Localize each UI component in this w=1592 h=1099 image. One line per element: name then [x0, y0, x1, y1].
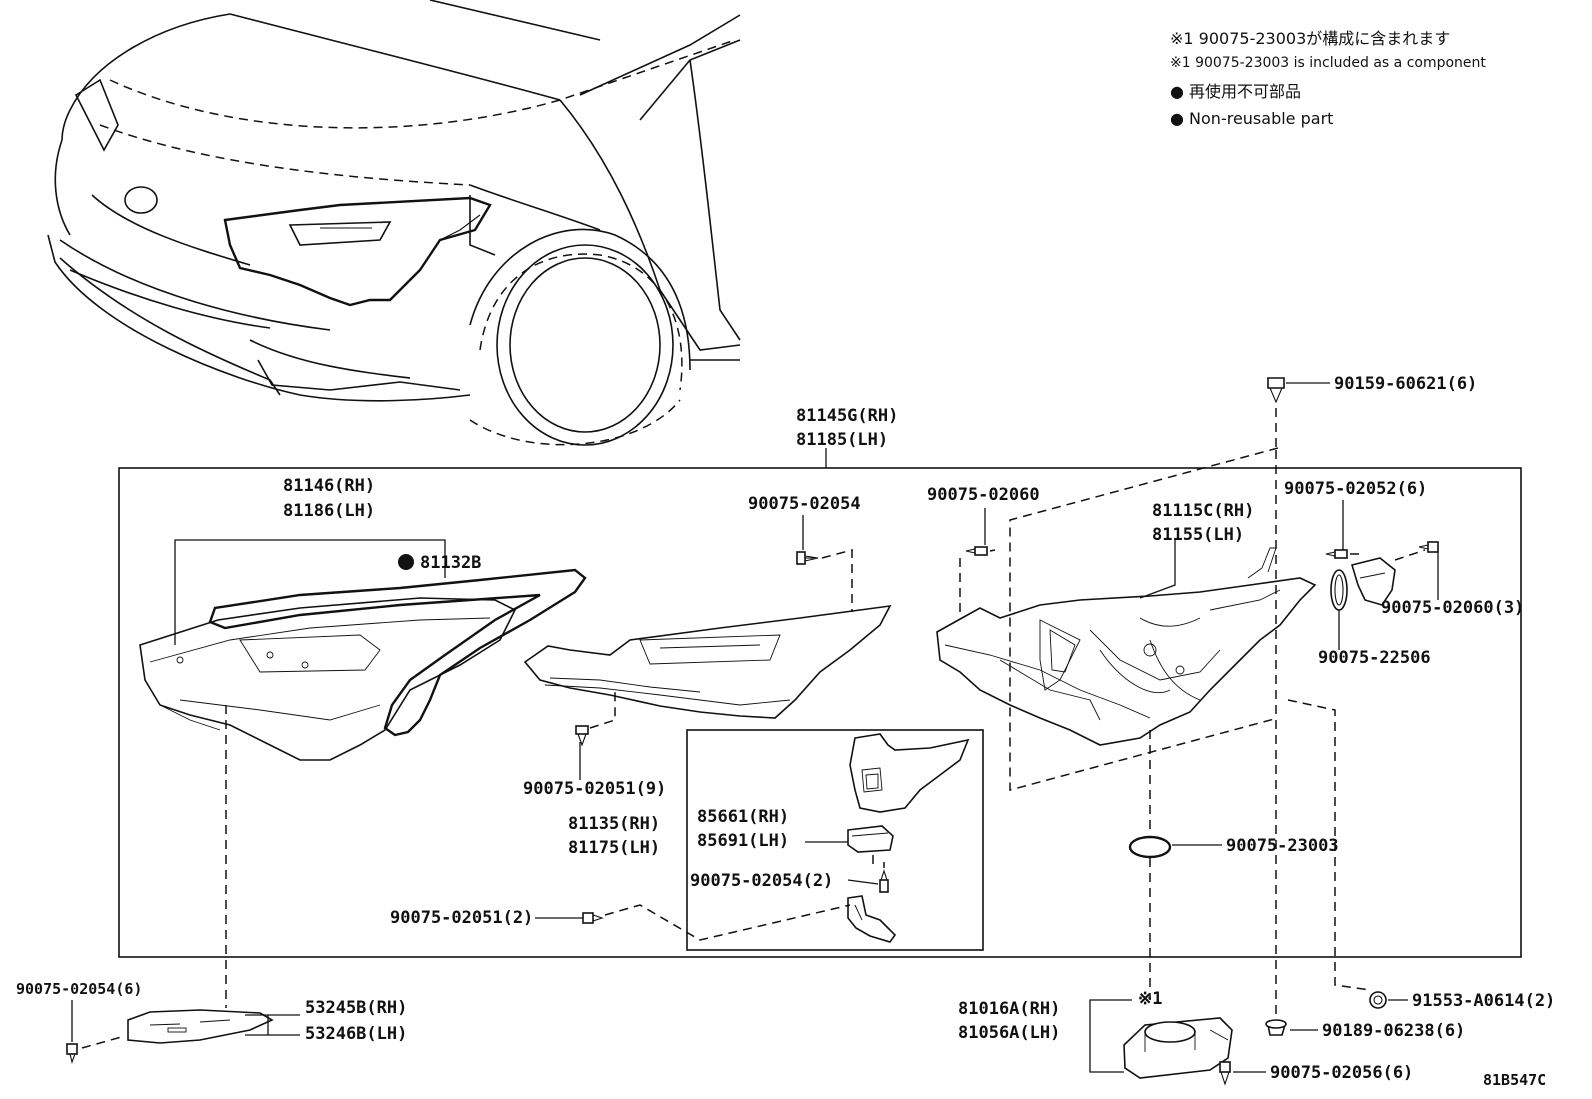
- label-bracket-lh: 81175(LH): [568, 838, 660, 858]
- label-ecu-lh: 81056A(LH): [958, 1023, 1060, 1043]
- label-ring: 90075-23003: [1226, 836, 1339, 856]
- label-trim-rh: 53245B(RH): [305, 998, 407, 1018]
- label-module-lh: 85691(LH): [697, 831, 789, 851]
- lower-bracket-part: [847, 895, 897, 943]
- label-screw-b: 90075-02054(2): [690, 871, 833, 891]
- note-component-en: ※1 90075-23003 is included as a componen…: [1170, 55, 1486, 71]
- vehicle-front-view: [47, 0, 741, 446]
- label-housing-rh: 81115C(RH): [1152, 501, 1254, 521]
- grommet-part: [1265, 1019, 1287, 1036]
- screw-housing-left: [965, 546, 988, 556]
- label-bracket-rh: 81135(RH): [568, 814, 660, 834]
- label-clip: 91553-A0614(2): [1412, 991, 1555, 1011]
- screw-bezel-lower: [575, 725, 589, 747]
- bolt-top: [1267, 377, 1285, 404]
- label-screw-e: 90075-02052(6): [1284, 479, 1427, 499]
- screw-module: [879, 869, 889, 893]
- label-assy-lh: 81185(LH): [796, 430, 888, 450]
- clip-part: [1369, 991, 1387, 1009]
- control-module-part: [847, 825, 894, 853]
- nonreusable-marker: [398, 554, 414, 570]
- housing-part: [936, 547, 1317, 746]
- label-screw-f: 90075-02060(3): [1381, 598, 1524, 618]
- ring-part: [1128, 835, 1172, 859]
- screw-trim: [66, 1043, 78, 1064]
- label-assy-rh: 81145G(RH): [796, 406, 898, 426]
- label-lens-lh: 81186(LH): [283, 501, 375, 521]
- label-module-rh: 85661(RH): [697, 807, 789, 827]
- label-screw-a: 90075-02051(9): [523, 779, 666, 799]
- screw-lower-left: [582, 912, 604, 924]
- note-nonreusable-en: ● Non-reusable part: [1170, 109, 1333, 128]
- screw-housing-right: [1325, 549, 1348, 559]
- label-screw-g: 90075-02056(6): [1270, 1063, 1413, 1083]
- lens-part: [139, 597, 517, 761]
- assembly-frame: [118, 467, 1522, 958]
- label-gasket: 81132B: [420, 553, 481, 573]
- label-grommet: 90189-06238(6): [1322, 1021, 1465, 1041]
- gasket-part: [208, 568, 587, 737]
- label-ecu-rh: 81016A(RH): [958, 999, 1060, 1019]
- label-screw-c: 90075-02051(2): [390, 908, 533, 928]
- note-nonreusable-jp: ● 再使用不可部品: [1170, 82, 1301, 101]
- trim-part: [127, 1009, 274, 1044]
- bezel-part: [523, 605, 892, 719]
- label-ecu-note: ※1: [1138, 989, 1162, 1009]
- module-subframe: [686, 729, 984, 951]
- label-housing-lh: 81155(LH): [1152, 525, 1244, 545]
- cap-part: [1350, 557, 1396, 606]
- label-oring: 90075-22506: [1318, 648, 1431, 668]
- label-bolt-top: 90159-60621(6): [1334, 374, 1477, 394]
- note-component-jp: ※1 90075-23003が構成に含まれます: [1170, 29, 1450, 48]
- figure-code: 81B547C: [1483, 1071, 1546, 1089]
- module-bracket-part: [849, 733, 970, 813]
- label-bulb-screw-top: 90075-02054: [748, 494, 861, 514]
- label-trim-lh: 53246B(LH): [305, 1024, 407, 1044]
- legend-notes: ※1 90075-23003が構成に含まれます ※1 90075-23003 i…: [1170, 29, 1486, 128]
- label-screw-d: 90075-02060: [927, 485, 1040, 505]
- label-trim-screw: 90075-02054(6): [16, 980, 142, 998]
- screw-cap: [1418, 541, 1439, 553]
- screw-bezel-top: [796, 551, 819, 565]
- screw-ecu: [1219, 1061, 1231, 1086]
- oring-part: [1330, 569, 1348, 611]
- label-lens-rh: 81146(RH): [283, 476, 375, 496]
- ecu-part: [1123, 1017, 1233, 1079]
